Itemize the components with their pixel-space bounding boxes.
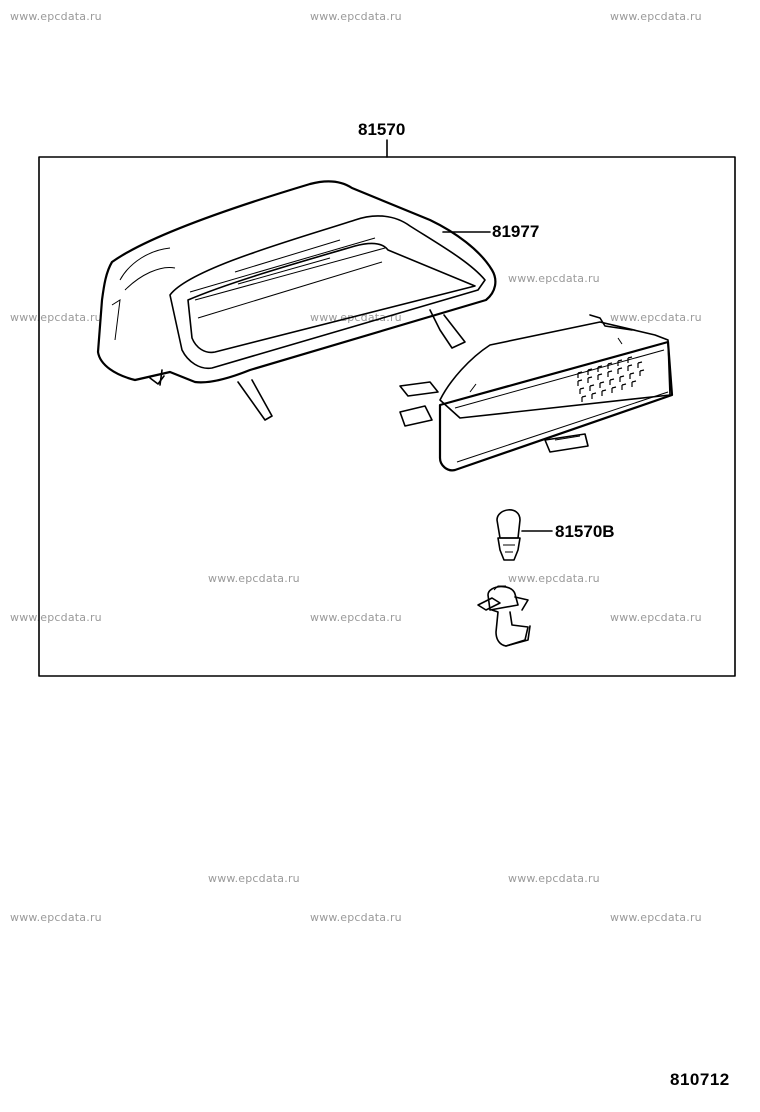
bulb-part bbox=[496, 509, 521, 561]
diagram-code: 810712 bbox=[670, 1070, 730, 1089]
lamp-housing-part bbox=[399, 314, 674, 472]
watermark: www.epcdata.ru bbox=[508, 572, 600, 585]
watermark: www.epcdata.ru bbox=[310, 311, 402, 324]
watermark: www.epcdata.ru bbox=[508, 872, 600, 885]
watermark: www.epcdata.ru bbox=[310, 611, 402, 624]
watermark: www.epcdata.ru bbox=[610, 611, 702, 624]
watermark: www.epcdata.ru bbox=[610, 311, 702, 324]
part-number-assembly: 81570 bbox=[358, 120, 406, 139]
watermark: www.epcdata.ru bbox=[508, 272, 600, 285]
watermark: www.epcdata.ru bbox=[10, 911, 102, 924]
watermark: www.epcdata.ru bbox=[10, 611, 102, 624]
watermark: www.epcdata.ru bbox=[610, 911, 702, 924]
led-array bbox=[577, 356, 645, 402]
watermark: www.epcdata.ru bbox=[610, 10, 702, 23]
socket-part bbox=[477, 585, 531, 647]
watermark: www.epcdata.ru bbox=[208, 572, 300, 585]
part-number-bulb: 81570B bbox=[555, 522, 615, 541]
watermark: www.epcdata.ru bbox=[10, 311, 102, 324]
watermark: www.epcdata.ru bbox=[10, 10, 102, 23]
watermark: www.epcdata.ru bbox=[310, 911, 402, 924]
watermark: www.epcdata.ru bbox=[208, 872, 300, 885]
assembly-frame bbox=[38, 156, 736, 677]
watermark: www.epcdata.ru bbox=[310, 10, 402, 23]
part-number-lens-cover: 81977 bbox=[492, 222, 540, 241]
lens-cover-part bbox=[96, 180, 497, 421]
